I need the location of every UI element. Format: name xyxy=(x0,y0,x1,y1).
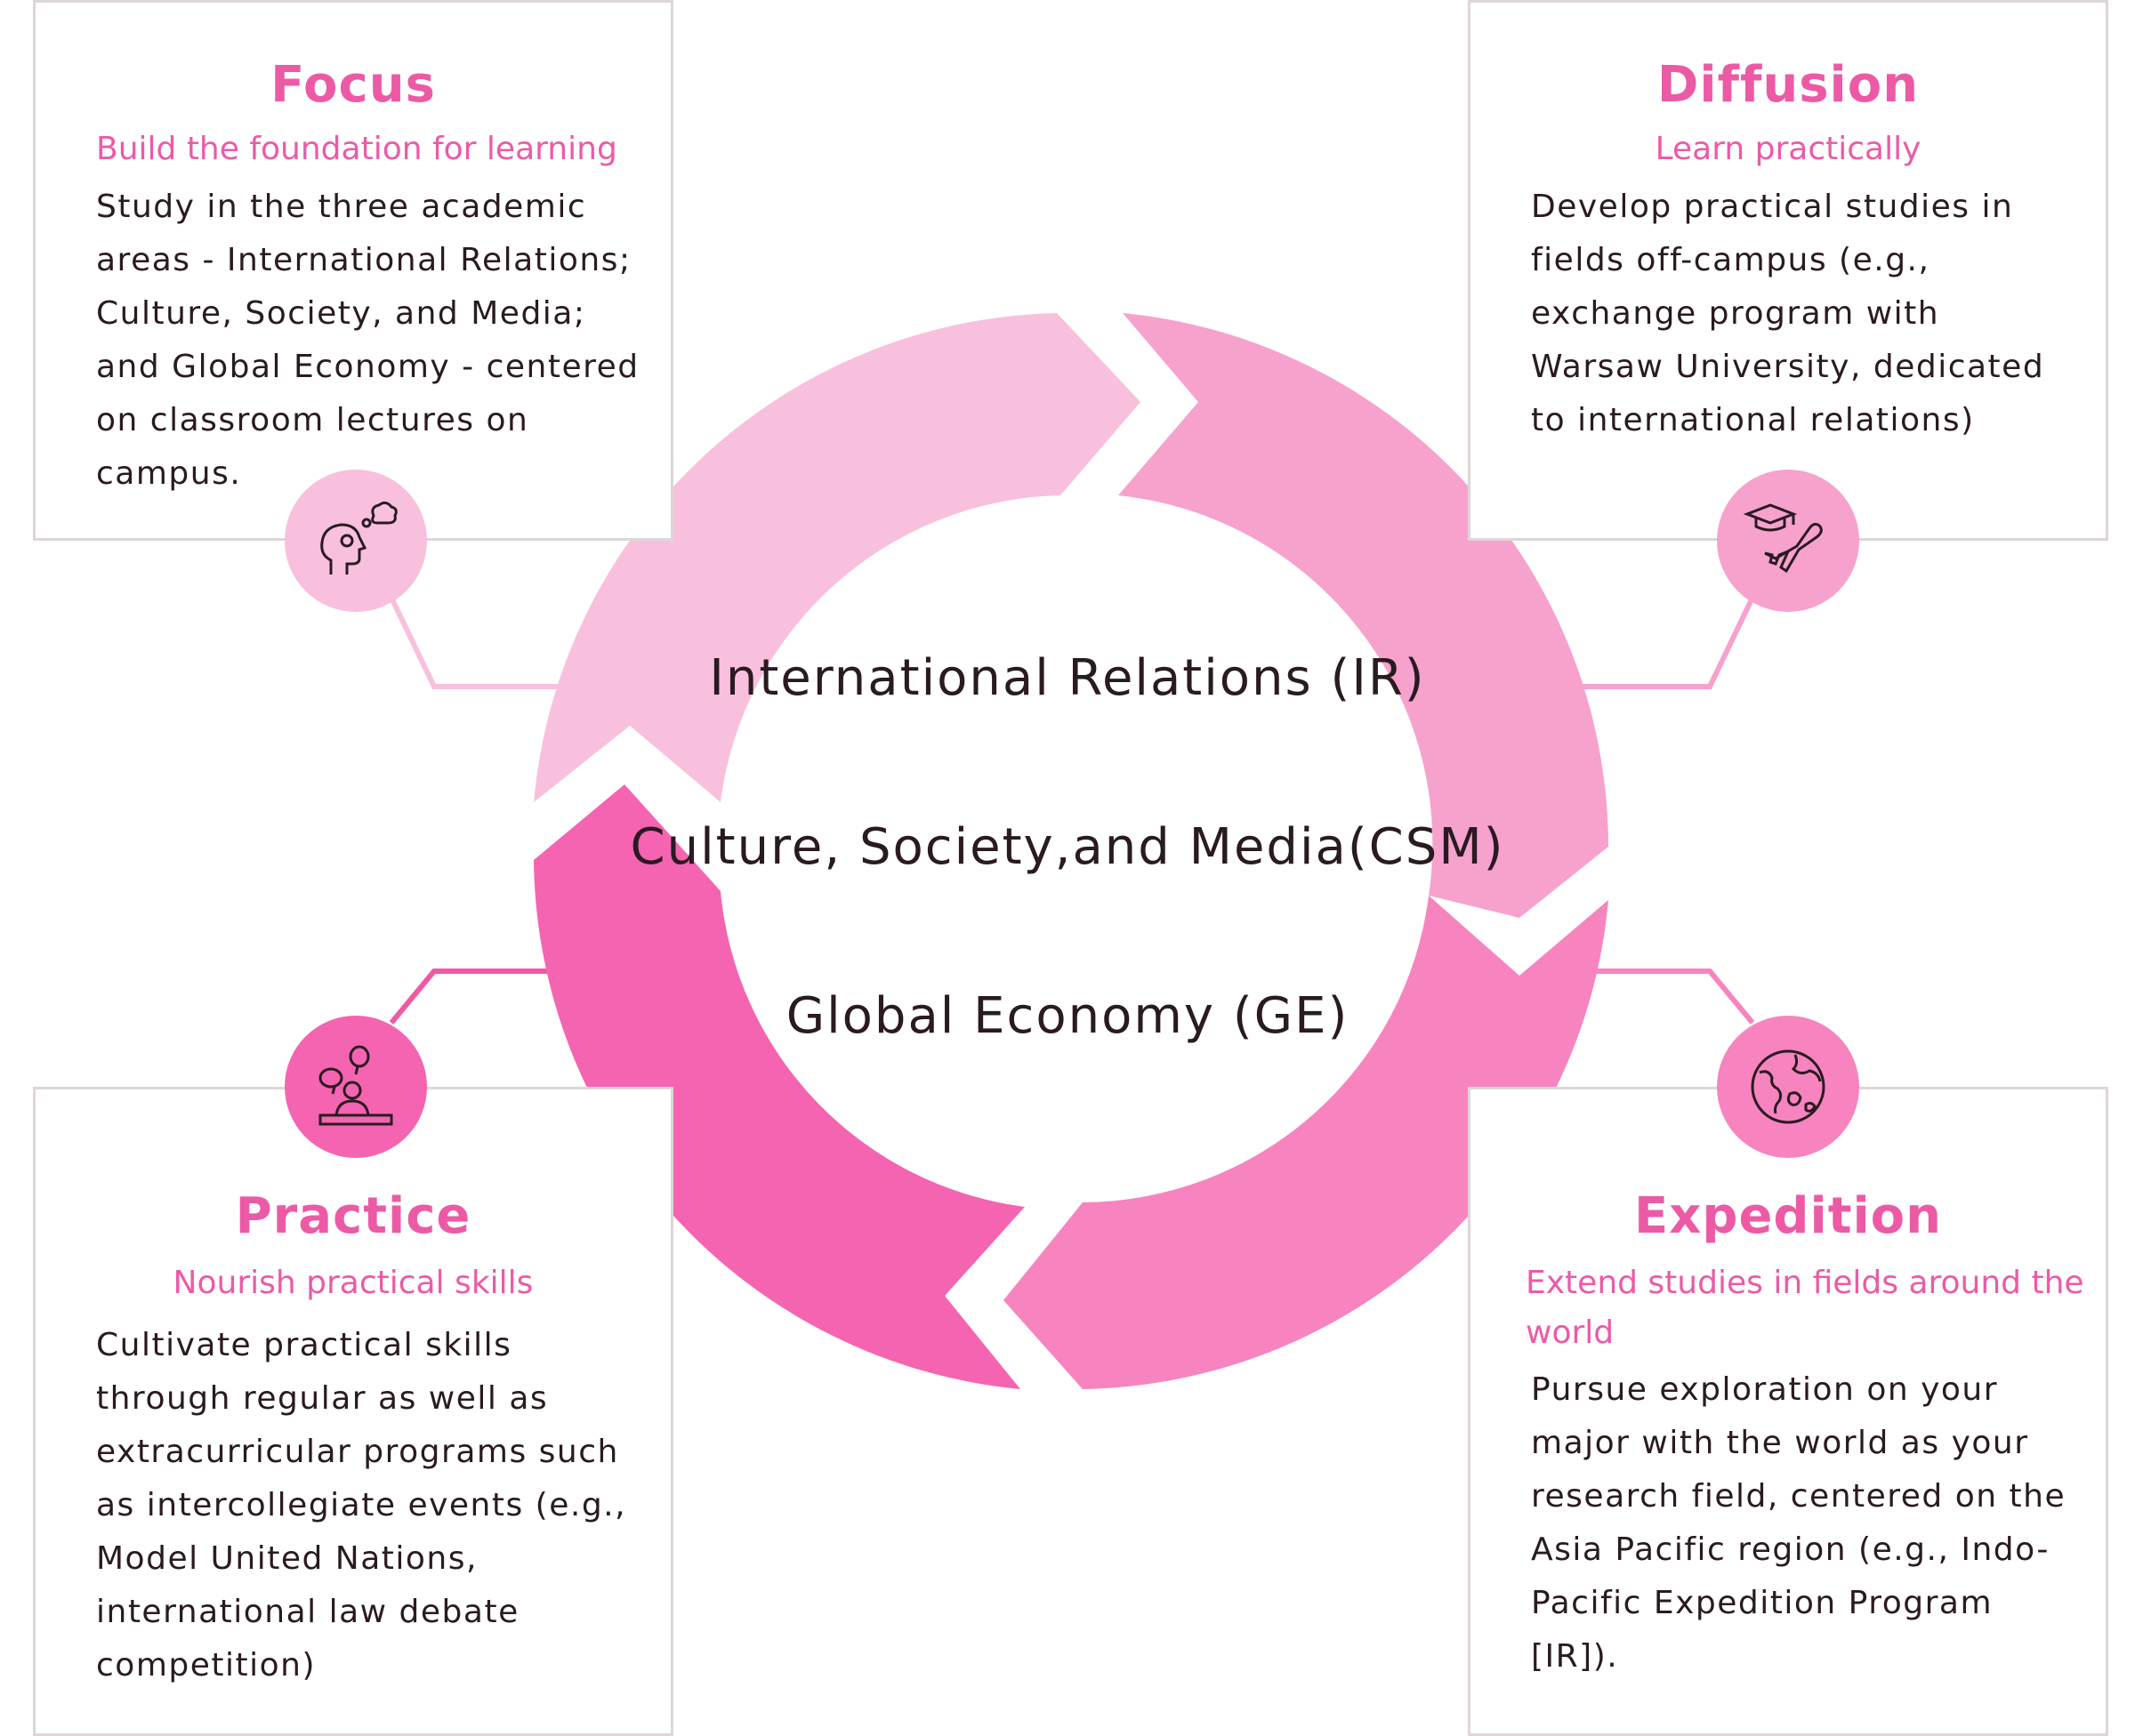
center-label-ir: International Relations (IR) xyxy=(709,649,1426,707)
center-label-csm: Culture, Society,and Media(CSM) xyxy=(630,818,1505,876)
cycle-arrow-expedition xyxy=(1003,896,1608,1389)
expedition-subtitle: Extend studies in fields around the worl… xyxy=(1526,1265,2084,1351)
practice-subtitle: Nourish practical skills xyxy=(173,1265,534,1301)
practice-body: Cultivate practical skills through regul… xyxy=(96,1327,627,1684)
practice-card: Practice Nourish practical skills Cultiv… xyxy=(33,1087,673,1736)
connector-expedition xyxy=(1575,968,1755,1025)
expedition-card: Expedition Extend studies in fields arou… xyxy=(1468,1087,2108,1736)
cycle-arrow-focus xyxy=(534,313,1140,802)
diffusion-badge xyxy=(1717,470,1859,612)
focus-badge xyxy=(285,470,427,612)
diffusion-subtitle: Learn practically xyxy=(1655,131,1922,167)
cycle-arrow-practice xyxy=(534,784,1025,1389)
center-label-ge: Global Economy (GE) xyxy=(786,987,1349,1045)
practice-title: Practice xyxy=(235,1187,471,1245)
graduation-airplane-icon xyxy=(1744,503,1823,574)
head-thought-icon xyxy=(320,501,398,575)
focus-body: Study in the three academic areas - Inte… xyxy=(96,189,640,492)
expedition-badge xyxy=(1717,1016,1859,1158)
expedition-body: Pursue exploration on your major with th… xyxy=(1531,1371,2067,1675)
speaker-podium-icon xyxy=(318,1045,393,1126)
cycle-arrow-diffusion xyxy=(1118,313,1608,918)
connector-focus xyxy=(389,596,569,689)
focus-subtitle: Build the foundation for learning xyxy=(96,131,617,167)
diffusion-body: Develop practical studies in fields off-… xyxy=(1531,189,2045,438)
practice-badge xyxy=(285,1016,427,1158)
globe-icon xyxy=(1751,1049,1825,1124)
focus-card: Focus Build the foundation for learning … xyxy=(33,0,673,541)
diffusion-card: Diffusion Learn practically Develop prac… xyxy=(1468,0,2108,541)
focus-title: Focus xyxy=(270,56,436,114)
expedition-title: Expedition xyxy=(1633,1187,1943,1245)
connector-practice xyxy=(389,968,569,1025)
diffusion-title: Diffusion xyxy=(1656,56,1920,114)
connector-diffusion xyxy=(1575,596,1755,689)
